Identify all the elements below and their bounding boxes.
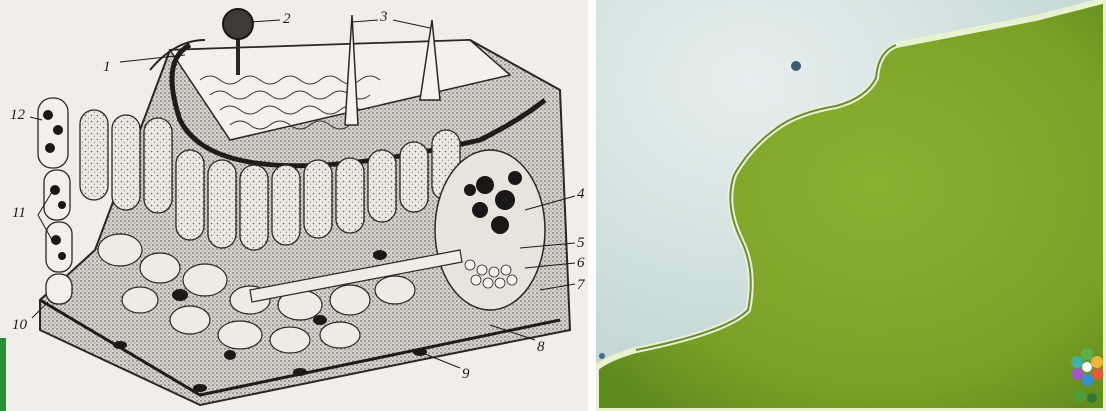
micrograph-drawing	[596, 0, 1106, 411]
label-7: 7	[577, 278, 585, 293]
label-8: 8	[537, 340, 545, 355]
label-10: 10	[12, 318, 27, 333]
label-4: 4	[577, 187, 585, 202]
panel-divider	[588, 0, 596, 411]
label-11: 11	[12, 206, 26, 221]
label-12: 12	[10, 108, 25, 123]
label-6: 6	[577, 256, 585, 271]
leaf-micrograph	[596, 0, 1106, 411]
debris-particle	[791, 61, 801, 71]
label-1: 1	[103, 60, 111, 75]
label-2: 2	[283, 12, 291, 27]
label-3: 3	[380, 10, 388, 25]
green-edge-strip	[0, 338, 6, 411]
flower-logo-icon	[1070, 346, 1104, 408]
label-5: 5	[577, 236, 585, 251]
leaf-cross-section-illustration: 1 2 3 4 5 6 7 8 9 10 11 12	[0, 0, 588, 411]
debris-particle-small	[599, 353, 605, 359]
glandular-hair-head	[223, 9, 253, 39]
label-9: 9	[462, 367, 470, 382]
illustration-drawing	[0, 0, 588, 411]
